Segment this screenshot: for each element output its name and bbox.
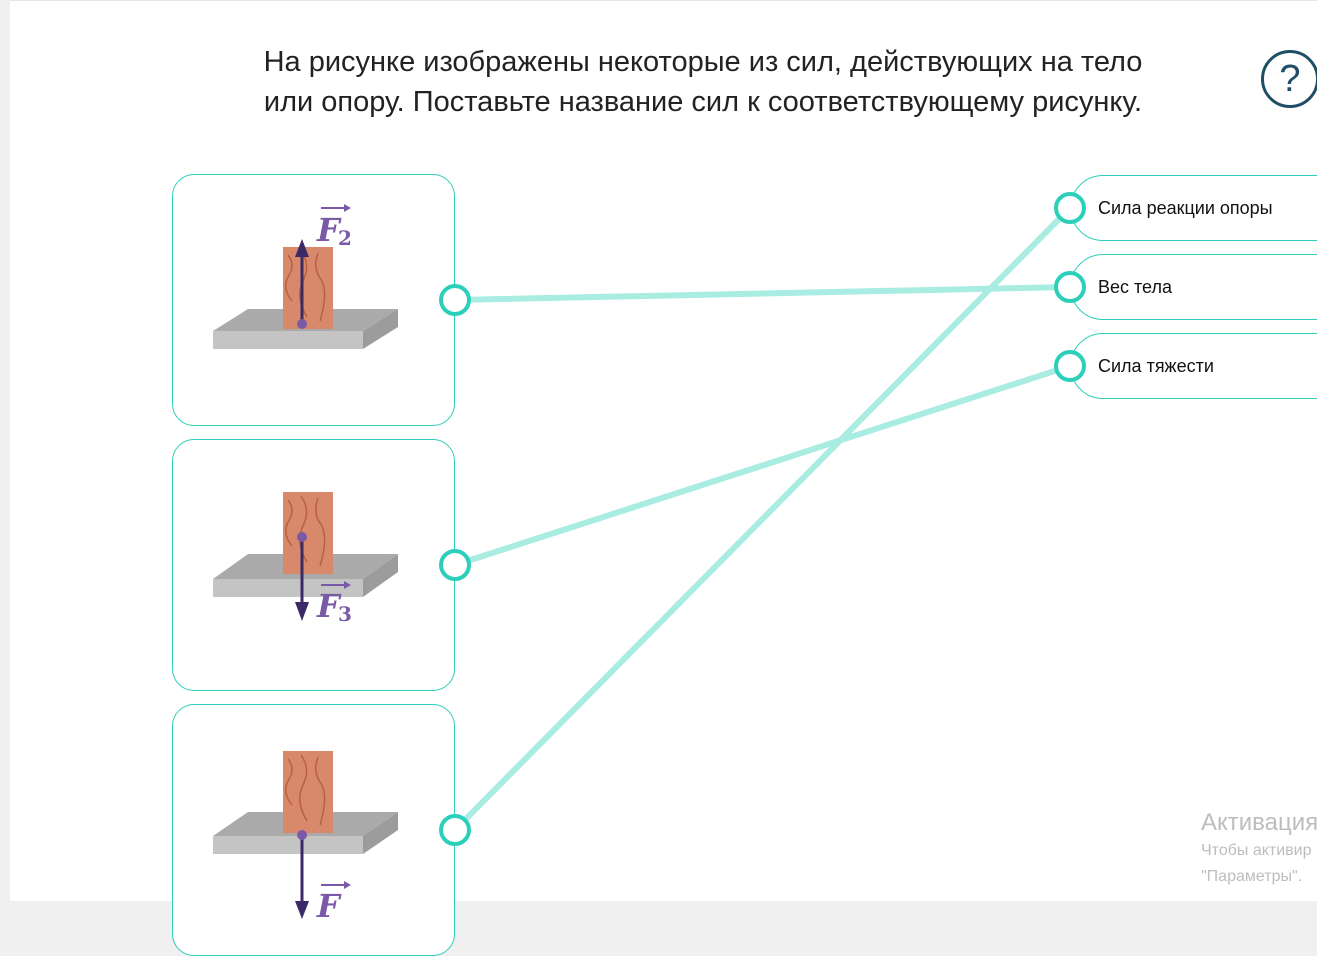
force-arrow — [295, 239, 309, 329]
image-connector-1[interactable] — [439, 284, 471, 316]
watermark-title: Активация — [1201, 809, 1317, 836]
force-label: F 3 — [316, 581, 352, 626]
answer-connector-3[interactable] — [1054, 350, 1086, 382]
block-on-support-illustration: F 3 — [213, 492, 398, 626]
force-arrow — [295, 532, 309, 621]
answer-label: Сила тяжести — [1098, 356, 1214, 376]
answer-label: Сила реакции опоры — [1098, 198, 1273, 218]
watermark-line-2: "Параметры". — [1201, 868, 1303, 885]
answer-option-1[interactable]: Сила реакции опоры — [1070, 175, 1317, 241]
image-card-1: F 2 — [172, 174, 455, 426]
wooden-block — [283, 492, 333, 574]
question-line-2: или опору. Поставьте название сил к соот… — [263, 86, 1143, 118]
force-label-index: 2 — [338, 226, 352, 250]
answer-connector-1[interactable] — [1054, 192, 1086, 224]
support-plate — [213, 554, 398, 597]
force-label-letter: F — [316, 587, 342, 625]
image-card-3: F — [172, 704, 455, 956]
question-mark-icon: ? — [1279, 58, 1301, 100]
wooden-block — [283, 751, 333, 833]
answer-label: Вес тела — [1098, 277, 1172, 297]
force-label-letter: F — [316, 887, 342, 925]
image-card-2: F 3 — [172, 439, 455, 691]
force-label-index: 3 — [338, 602, 352, 626]
question-text: На рисунке изображены некоторые из сил, … — [190, 42, 1216, 122]
block-on-support-illustration: F 2 — [213, 204, 398, 349]
windows-activation-watermark: Активация Чтобы активир "Параметры". — [1201, 808, 1317, 890]
force-label: F — [316, 881, 351, 925]
force-label-letter: F — [316, 211, 342, 249]
image-connector-3[interactable] — [439, 814, 471, 846]
answer-connector-2[interactable] — [1054, 271, 1086, 303]
image-connector-2[interactable] — [439, 549, 471, 581]
wooden-block — [283, 247, 333, 329]
watermark-line-1: Чтобы активир — [1201, 842, 1312, 859]
force-label: F 2 — [316, 204, 352, 250]
block-on-support-illustration: F — [213, 751, 398, 925]
answer-option-3[interactable]: Сила тяжести — [1070, 333, 1317, 399]
support-plate — [213, 812, 398, 854]
question-line-1: На рисунке изображены некоторые из сил, … — [263, 46, 1143, 78]
answer-option-2[interactable]: Вес тела — [1070, 254, 1317, 320]
help-button[interactable]: ? — [1261, 50, 1317, 108]
